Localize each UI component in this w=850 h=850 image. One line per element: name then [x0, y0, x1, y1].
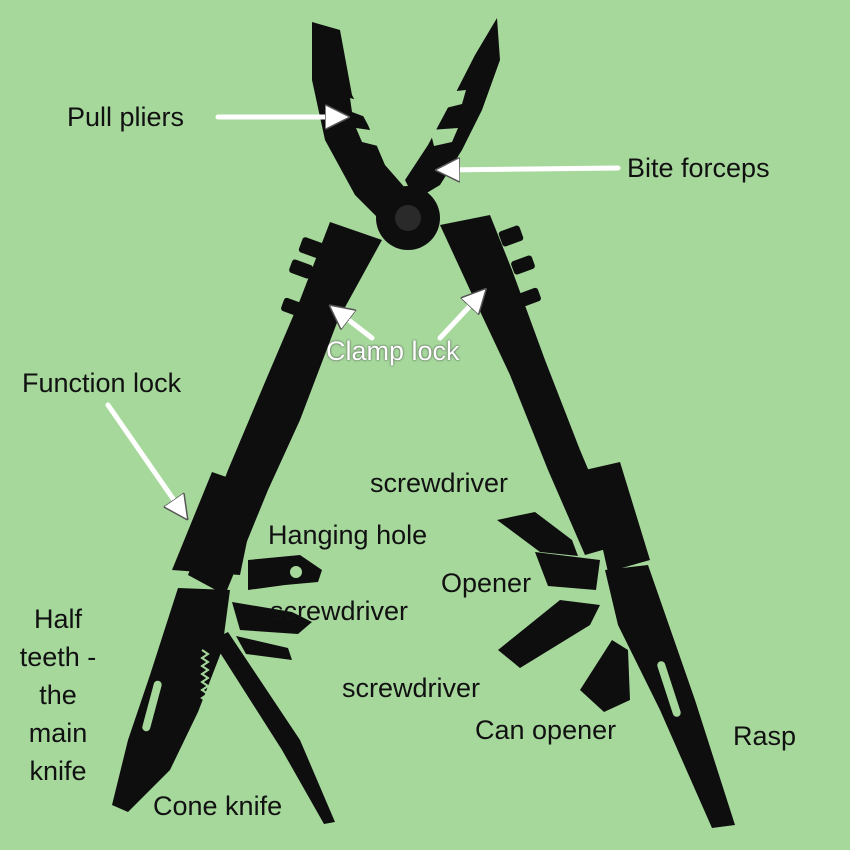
- lower-screwdriver-tool: [498, 600, 600, 668]
- left-function-lock-collar: [172, 472, 258, 575]
- label-opener: Opener: [441, 568, 532, 598]
- label-function-lock: Function lock: [22, 368, 182, 398]
- arrow-bite-forceps: [440, 168, 621, 170]
- right-jaw: [405, 18, 500, 200]
- multitool-image: [112, 18, 735, 828]
- label-half-teeth-line-5: knife: [29, 756, 87, 786]
- left-jaw: [312, 22, 420, 235]
- label-half-teeth-line-4: main: [28, 718, 88, 748]
- right-screwdriver-tool: [497, 512, 578, 556]
- label-screwdriver-lower: screwdriver: [342, 673, 481, 703]
- label-cone-knife: Cone knife: [153, 791, 283, 821]
- cone-knife: [212, 632, 335, 824]
- label-half-teeth-line-2: teeth -: [19, 642, 97, 672]
- arrow-clamp-lock-left: [333, 308, 375, 341]
- label-hanging-hole: Hanging hole: [268, 520, 428, 550]
- arrow-clamp-lock-right: [437, 292, 483, 341]
- label-half-teeth-main-knife: Half teeth - the main knife: [3, 600, 113, 790]
- main-knife-blade: [112, 588, 230, 812]
- label-half-teeth-line-3: the: [39, 680, 77, 710]
- pointer-arrows: [105, 117, 621, 516]
- left-screwdriver-tool: [232, 602, 312, 634]
- opener-tool: [535, 552, 600, 590]
- can-opener-tool: [580, 640, 630, 712]
- arrow-function-lock: [105, 402, 185, 516]
- label-bite-forceps: Bite forceps: [627, 153, 770, 183]
- label-rasp: Rasp: [733, 721, 797, 751]
- label-half-teeth-line-1: Half: [33, 604, 82, 634]
- label-screwdriver-middle: screwdriver: [270, 596, 409, 626]
- right-function-lock-collar: [585, 462, 650, 572]
- hanging-hole-tool: [248, 555, 322, 590]
- label-screwdriver-upper: screwdriver: [370, 468, 509, 498]
- label-clamp-lock: Clamp lock: [326, 336, 460, 366]
- label-can-opener: Can opener: [475, 715, 617, 745]
- label-pull-pliers: Pull pliers: [67, 102, 185, 132]
